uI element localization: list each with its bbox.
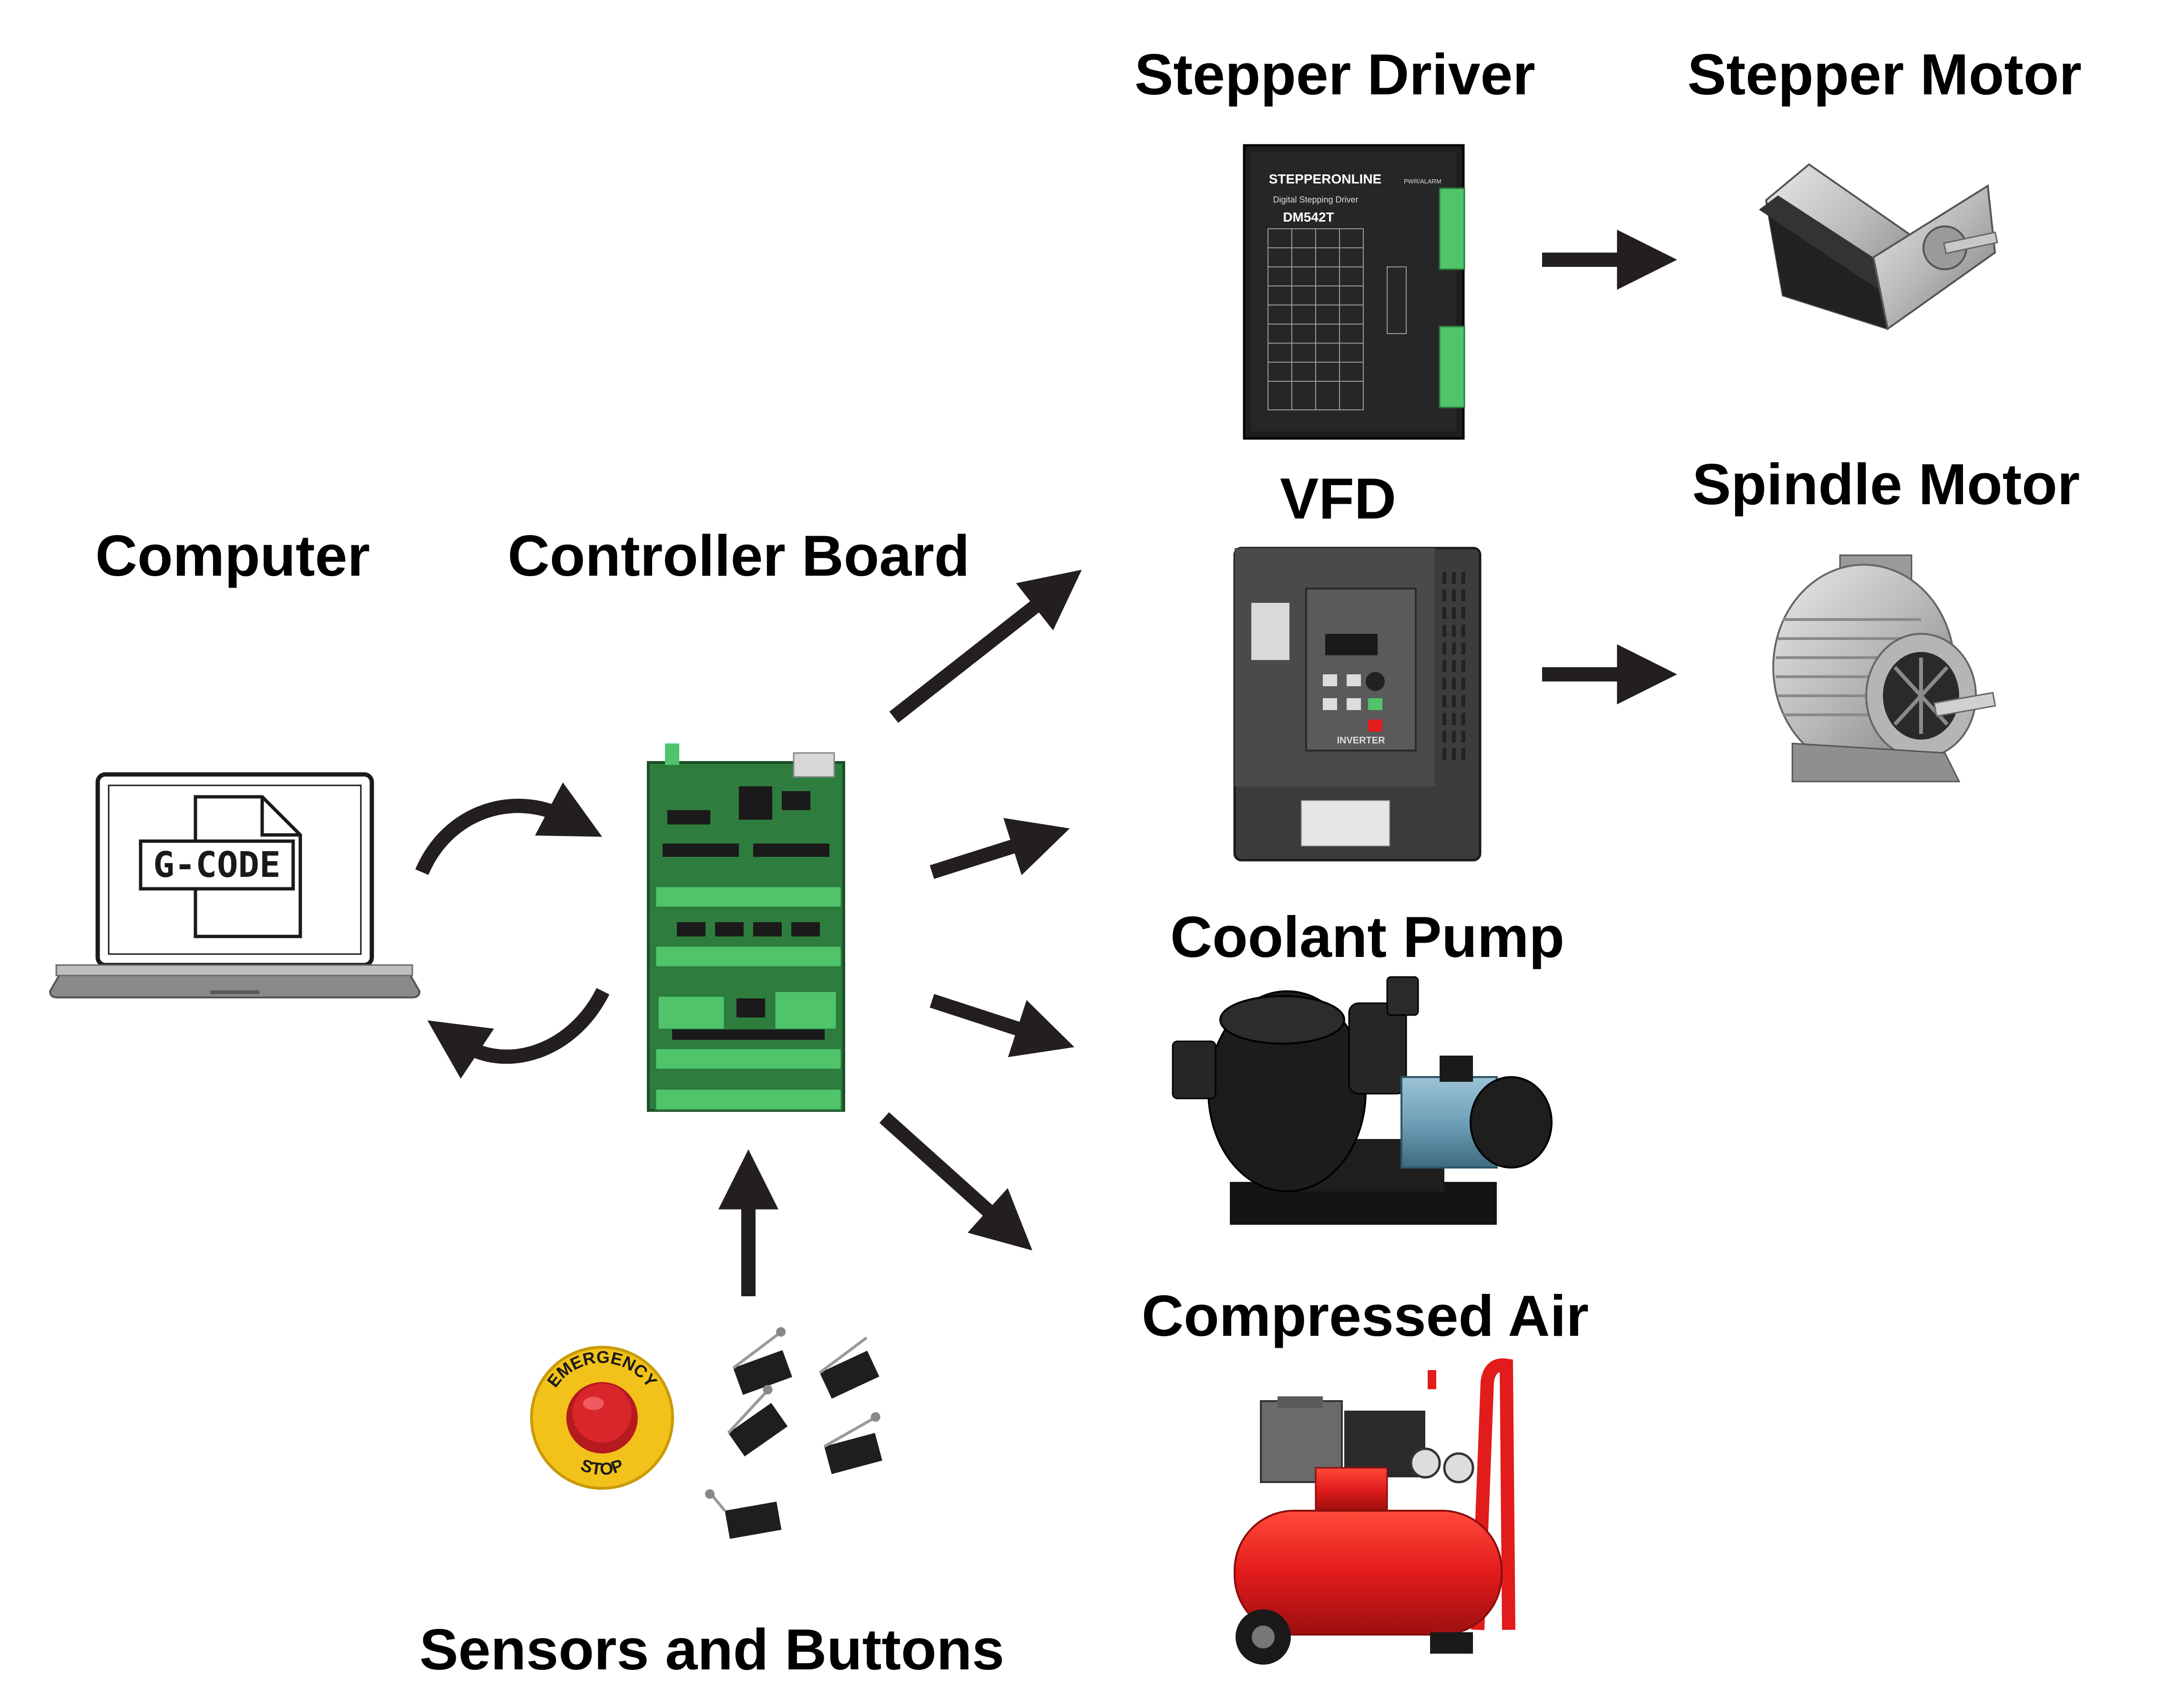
- air-compressor-image: [1234, 1358, 1515, 1665]
- arrow-controller-to-coolant-lower: [930, 994, 1074, 1057]
- label-controller-board: Controller Board: [508, 523, 970, 588]
- driver-model-text: DM542T: [1283, 210, 1334, 224]
- spindle-motor-image: [1772, 554, 1996, 783]
- arrow-controller-to-coolant-upper: [930, 818, 1070, 879]
- driver-subtitle-text: Digital Stepping Driver: [1273, 195, 1358, 204]
- stepper-driver-image: STEPPERONLINE PWR/ALARM Digital Stepping…: [1243, 144, 1465, 440]
- coolant-pump-image: [1172, 976, 1553, 1225]
- label-stepper-driver: Stepper Driver: [1135, 42, 1535, 107]
- vfd-image: INVERTER: [1233, 547, 1482, 862]
- limit-switches-image: [705, 1327, 882, 1539]
- arrow-controller-to-computer: [427, 988, 610, 1079]
- arrow-controller-to-compressed-air: [879, 1112, 1032, 1250]
- controller-board-image: [647, 743, 845, 1112]
- laptop-icon: G-CODE: [49, 772, 421, 998]
- stepper-motor-image: [1759, 163, 1998, 331]
- label-vfd: VFD: [1280, 466, 1396, 531]
- arrow-computer-to-controller: [415, 782, 603, 875]
- driver-pwr-text: PWR/ALARM: [1404, 178, 1441, 185]
- label-sensors-buttons: Sensors and Buttons: [419, 1617, 1004, 1682]
- driver-brand-text: STEPPERONLINE: [1269, 172, 1381, 186]
- label-stepper-motor: Stepper Motor: [1687, 42, 2082, 107]
- arrow-controller-to-vfd: [889, 569, 1082, 723]
- emergency-stop-button-image: EMERGENCY STOP: [530, 1346, 674, 1490]
- label-compressed-air: Compressed Air: [1142, 1283, 1589, 1348]
- label-coolant-pump: Coolant Pump: [1170, 905, 1564, 969]
- label-computer: Computer: [95, 523, 370, 588]
- vfd-panel-text: INVERTER: [1337, 735, 1385, 746]
- label-spindle-motor: Spindle Motor: [1692, 452, 2080, 517]
- gcode-text: G-CODE: [153, 844, 280, 885]
- gcode-file-icon: G-CODE: [139, 795, 302, 938]
